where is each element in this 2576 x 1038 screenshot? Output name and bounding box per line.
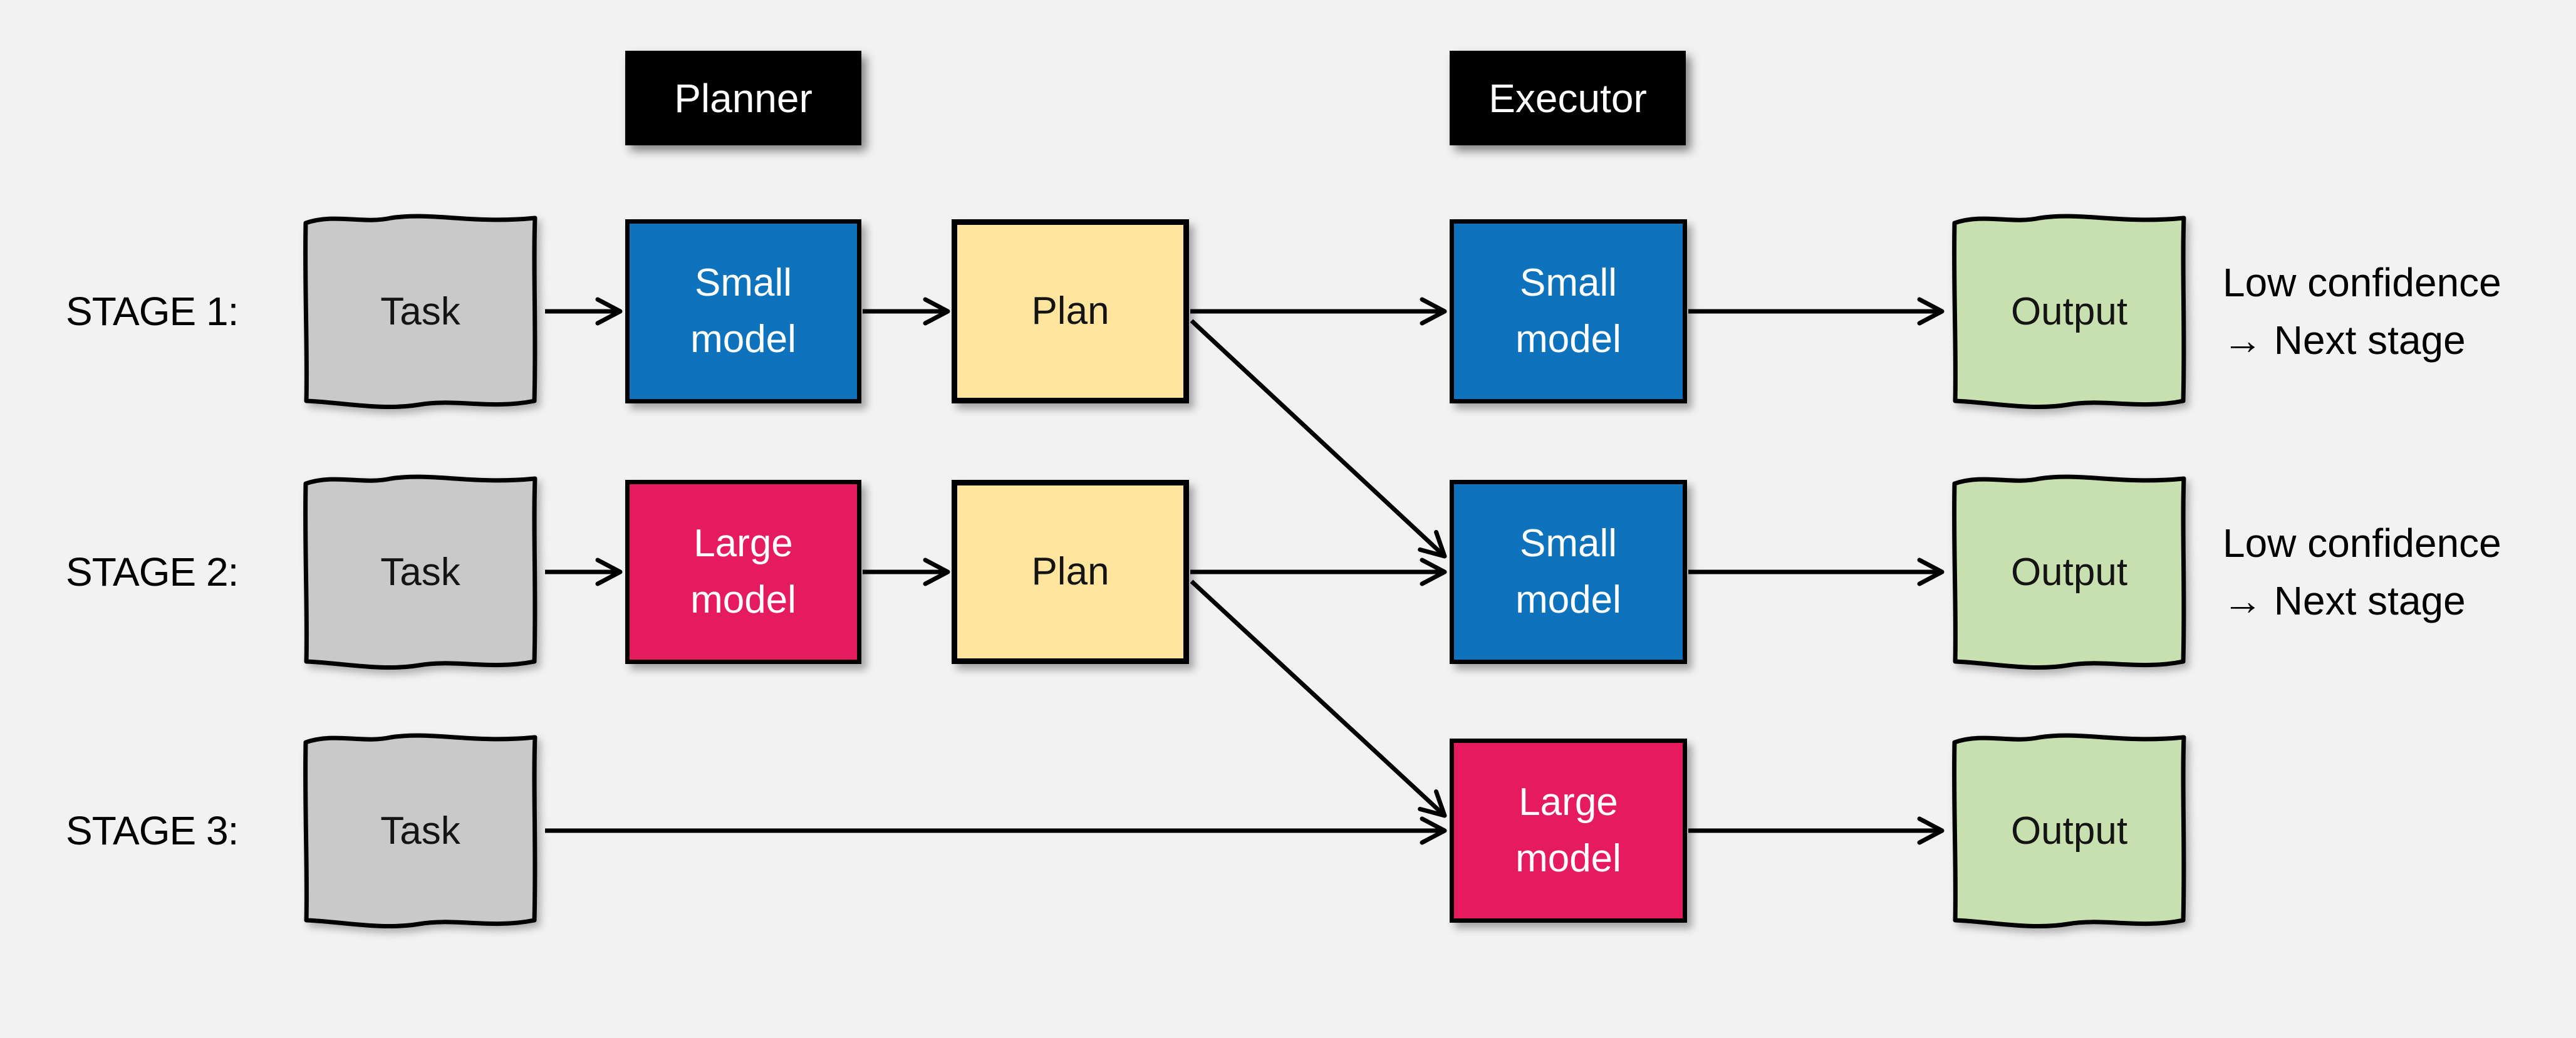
stage2-note: Low confidence → Next stage (2223, 514, 2501, 630)
stage1-output-label: Output (2010, 289, 2128, 333)
stage1-label: STAGE 1: (66, 289, 239, 334)
planner-lane-label: Planner (625, 51, 861, 145)
stage2-task-box: Task (297, 469, 544, 675)
stage2-label: STAGE 2: (66, 549, 239, 594)
arrow-plan1-to-executor-stage2-diagonal (1190, 319, 1447, 559)
stage2-task-label: Task (380, 550, 460, 594)
stage1-planner-model-box: Small model (625, 219, 861, 403)
arrow-plan2-to-executor-stage3-diagonal (1190, 579, 1447, 818)
executor-lane-label-text: Executor (1488, 75, 1647, 121)
executor-lane-label: Executor (1450, 51, 1686, 145)
stage2-note-line2: → Next stage (2223, 578, 2466, 623)
stage1-executor-model-box: Small model (1450, 219, 1687, 403)
stage3-output-box: Output (1946, 727, 2193, 934)
stage3-output-label: Output (2010, 809, 2128, 853)
stage3-label: STAGE 3: (66, 808, 239, 853)
stage3-task-box: Task (297, 727, 544, 934)
stage1-note: Low confidence → Next stage (2223, 254, 2501, 369)
stage2-planner-model-box: Large model (625, 480, 861, 664)
stage3-task-label: Task (380, 809, 460, 853)
stage1-output-box: Output (1946, 208, 2193, 415)
stage1-task-box: Task (297, 208, 544, 415)
stage2-note-line1: Low confidence (2223, 521, 2501, 566)
stage1-plan-box: Plan (952, 219, 1189, 403)
stage1-note-line2: → Next stage (2223, 318, 2466, 363)
stage3-executor-model-box: Large model (1450, 739, 1687, 923)
planner-lane-label-text: Planner (674, 75, 813, 121)
stage2-plan-box: Plan (952, 480, 1189, 664)
stage2-executor-model-box: Small model (1450, 480, 1687, 664)
stage2-output-label: Output (2010, 550, 2128, 594)
stage2-output-box: Output (1946, 469, 2193, 675)
stage1-note-line1: Low confidence (2223, 260, 2501, 305)
stage1-task-label: Task (380, 289, 460, 333)
